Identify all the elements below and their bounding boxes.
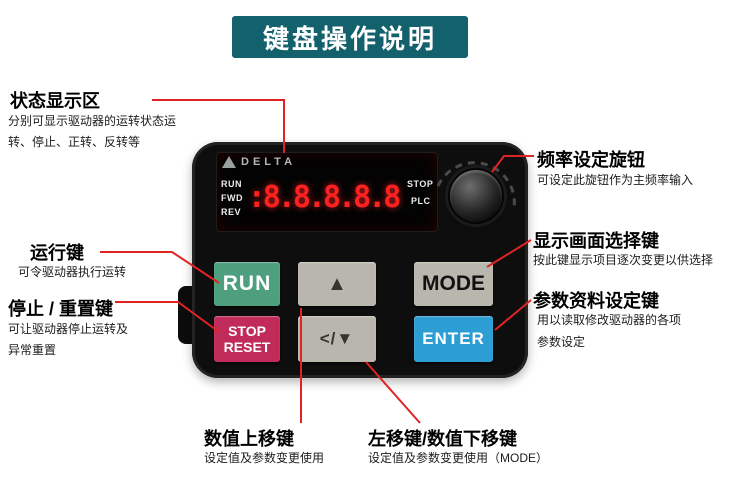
callout-stop-reset-desc1: 可让驱动器停止运转及 [8, 322, 129, 336]
callout-value-up-title: 数值上移键 [204, 429, 294, 449]
callout-run-key-title: 运行键 [30, 243, 84, 263]
display-label-fwd: FWD [221, 193, 243, 203]
callout-param-set-desc2: 参数设定 [537, 335, 586, 349]
callout-status-display-desc1: 分别可显示驱动器的运转状态运 [8, 114, 177, 128]
callout-status-display-desc2: 转、停止、正转、反转等 [8, 135, 141, 149]
left-down-icon: </▼ [319, 329, 355, 348]
delta-triangle-icon [222, 156, 236, 168]
callout-param-set-title: 参数资料设定键 [533, 291, 659, 311]
delta-logo: DELTA [222, 156, 296, 168]
brand-text: DELTA [241, 156, 297, 168]
title-banner: 键盘操作说明 [232, 16, 468, 58]
callout-stop-reset-desc2: 异常重置 [8, 343, 57, 357]
callout-status-display-title: 状态显示区 [10, 91, 100, 111]
reset-label: RESET [223, 339, 271, 355]
display-label-rev: REV [221, 207, 242, 217]
frequency-knob [448, 168, 504, 224]
mode-button: MODE [414, 262, 493, 306]
up-arrow-button: ▲ [298, 262, 376, 306]
seven-segment-digits: :8.8.8.8.8 [247, 179, 402, 215]
display-label-run: RUN [221, 179, 242, 189]
callout-left-down-desc: 设定值及参数变更使用（MODE） [368, 451, 549, 465]
callout-display-select-desc: 按此键显示项目逐次变更以供选择 [533, 253, 714, 267]
keypad-device: DELTA RUN FWD REV STOP PLC :8.8.8.8.8 RU… [192, 142, 528, 378]
callout-freq-knob-title: 频率设定旋钮 [537, 150, 645, 170]
stop-label: STOP [228, 322, 266, 339]
run-button: RUN [214, 262, 280, 306]
callout-stop-reset-title: 停止 / 重置键 [8, 299, 114, 319]
stop-reset-button: STOP RESET [214, 316, 280, 362]
left-down-button: </▼ [298, 316, 376, 362]
callout-value-up-desc: 设定值及参数变更使用 [204, 451, 325, 465]
callout-left-down-title: 左移键/数值下移键 [368, 429, 518, 449]
callout-param-set-desc1: 用以读取修改驱动器的各项 [537, 313, 682, 327]
enter-button: ENTER [414, 316, 493, 362]
display-label-plc: PLC [411, 196, 431, 206]
display-label-stop: STOP [407, 179, 434, 189]
page-title: 键盘操作说明 [262, 23, 437, 54]
up-arrow-icon: ▲ [327, 272, 347, 295]
callout-run-key-desc: 可令驱动器执行运转 [18, 265, 127, 279]
callout-display-select-title: 显示画面选择键 [533, 231, 659, 251]
callout-freq-knob-desc: 可设定此旋钮作为主频率输入 [537, 173, 694, 187]
